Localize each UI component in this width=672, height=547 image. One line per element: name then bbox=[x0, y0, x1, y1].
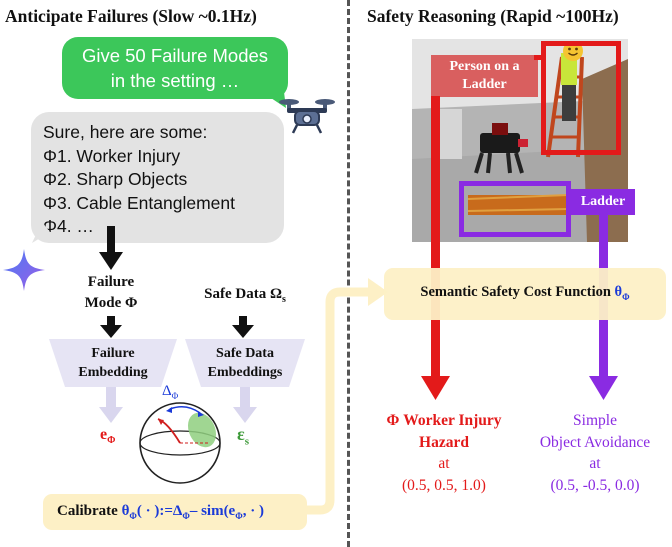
arrow-failure-embedding-to-e bbox=[99, 387, 123, 423]
left-panel-title: Anticipate Failures (Slow ~0.1Hz) bbox=[5, 6, 257, 26]
response-line-2: Φ1. Worker Injury bbox=[43, 145, 181, 166]
person-emoji-icon bbox=[563, 41, 583, 61]
hazard-outcome: Φ Worker Injury Hazard at (0.5, 0.5, 1.0… bbox=[386, 412, 502, 494]
eps-s-label: εs bbox=[237, 424, 249, 448]
arrow-hazard-red bbox=[421, 96, 450, 400]
arrow-safe-embeddings-to-eps bbox=[233, 387, 257, 423]
failure-mode-label: Failure Mode Φ bbox=[84, 274, 138, 311]
failure-embedding-box bbox=[49, 339, 177, 387]
person-detection-box bbox=[541, 41, 621, 155]
prompt-line-1: Give 50 Failure Modes bbox=[81, 45, 269, 66]
ladder-detection-box bbox=[459, 181, 571, 237]
arrow-failure-mode-to-embedding bbox=[100, 316, 122, 338]
e-phi-label: eΦ bbox=[100, 426, 116, 447]
safe-data-label: Safe Data Ωs bbox=[204, 286, 286, 305]
person-label: Person on a Ladder bbox=[431, 55, 538, 97]
delta-phi-label: ΔΦ bbox=[162, 383, 179, 401]
cost-function-box bbox=[384, 268, 666, 320]
failure-embedding-label: Failure Embedding bbox=[78, 346, 148, 380]
prompt-bubble-tail bbox=[262, 92, 286, 108]
arrow-safe-data-to-embeddings bbox=[232, 316, 254, 338]
person-label-connector bbox=[534, 55, 543, 60]
response-line-1: Sure, here are some: bbox=[43, 122, 208, 142]
calibrate-to-cost-connector bbox=[307, 278, 388, 515]
sphere-icon bbox=[139, 402, 221, 484]
safe-embeddings-label: Safe Data Embeddings bbox=[207, 346, 283, 380]
response-line-3: Φ2. Sharp Objects bbox=[43, 169, 188, 189]
calibrate-formula: Calibrate θΦ( · ):=ΔΦ– sim(eΦ, · ) bbox=[57, 503, 264, 521]
drone-icon bbox=[279, 99, 335, 134]
avoidance-outcome: Simple Object Avoidance at (0.5, -0.5, 0… bbox=[539, 412, 651, 494]
safe-embeddings-box bbox=[185, 339, 305, 387]
panel-divider bbox=[347, 0, 350, 547]
response-line-5: Φ4. … bbox=[43, 216, 94, 236]
sparkle-icon bbox=[3, 249, 45, 291]
right-panel-title: Safety Reasoning (Rapid ~100Hz) bbox=[367, 6, 619, 26]
calibrate-box bbox=[43, 494, 307, 530]
prompt-line-2: in the setting … bbox=[110, 70, 240, 91]
arrow-response-to-failure-mode bbox=[99, 226, 123, 270]
response-line-4: Φ3. Cable Entanglement bbox=[43, 192, 235, 213]
prompt-bubble: Give 50 Failure Modes in the setting … bbox=[62, 37, 288, 99]
response-bubble: Sure, here are some: Φ1. Worker Injury Φ… bbox=[31, 112, 284, 243]
response-bubble-tail bbox=[32, 222, 50, 243]
cost-function-label: Semantic Safety Cost Function θΦ bbox=[420, 284, 630, 302]
ladder-label: Ladder bbox=[571, 189, 635, 215]
